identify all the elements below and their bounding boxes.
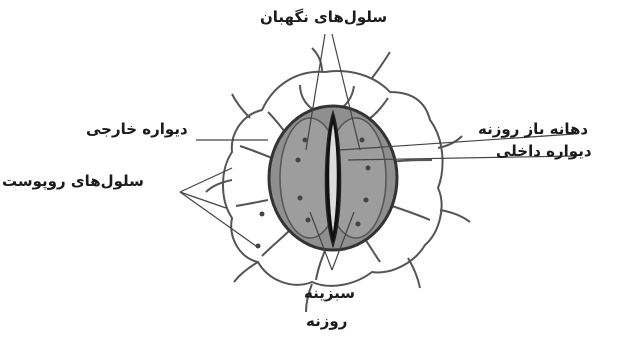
label-stoma: روزنه [306,312,347,330]
chloroplast-dot [360,138,365,143]
chloroplast-dot [306,218,311,223]
chloroplast-dot [298,196,303,201]
epidermal-cell-wall-8 [262,230,290,256]
outer-wall-right-low [440,210,470,222]
label-chloroplast: سبزینه [304,284,355,302]
leader-epidermal-b [180,192,226,208]
label-stoma-open: دهانه باز روزنه [478,120,588,138]
epidermal-cell-wall-10 [240,146,272,158]
outer-wall-bottom-left [234,262,258,282]
leader-epidermal-a [180,168,232,192]
chloroplast-dot [366,166,371,171]
outer-wall-top-left [232,94,250,118]
chloroplast-dot [356,222,361,227]
label-inner-wall: دیواره داخلی [496,142,592,160]
chloroplast-dot [256,244,261,249]
label-guard-cells: سلول‌های نگهبان [260,8,387,26]
chloroplast-dot [296,158,301,163]
epidermal-cell-wall-5 [392,206,430,220]
outer-wall-left [206,180,232,192]
chloroplast-dot [364,198,369,203]
label-epidermal-cells: سلول‌های روپوست [2,172,144,190]
outer-wall-top-right [372,52,390,78]
leader-epidermal-c [180,192,256,246]
epidermal-cell-wall-4 [392,160,432,162]
epidermal-cell-wall-7 [316,248,326,280]
epidermal-cell-wall-9 [236,200,268,206]
label-outer-wall: دیواره خارجی [86,120,188,138]
outer-wall-bottom-right [408,258,420,288]
chloroplast-dot [260,212,265,217]
